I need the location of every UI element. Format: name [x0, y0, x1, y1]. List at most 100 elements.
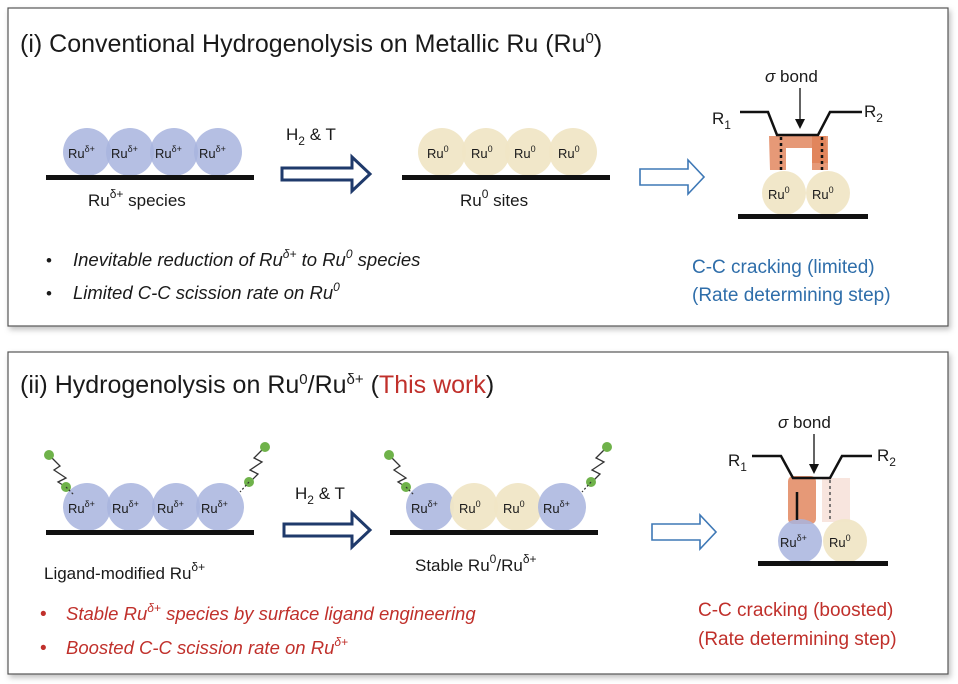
atom-label: Ru0 [471, 144, 493, 161]
atom-label: Ruδ+ [157, 499, 184, 516]
state-caption: Ruδ+ species [88, 187, 186, 210]
atom-label: Ruδ+ [68, 144, 95, 161]
atom-label: Ru0 [514, 144, 536, 161]
ru-zero-cluster: Ru0 Ru0 Ru0 Ru0 Ru0 sites [402, 128, 610, 210]
alkane-backbone [740, 110, 862, 137]
ru-delta-atom [107, 483, 155, 531]
reaction-condition: H2 & T [286, 125, 336, 148]
bullet-dot: • [40, 638, 47, 659]
atom-label: Ru0 [459, 499, 481, 516]
reaction-arrow-icon [282, 509, 373, 551]
result-line: (Rate determining step) [692, 285, 891, 306]
ligand-head-icon [602, 442, 612, 452]
sigma-bond-label: σ bond [778, 413, 831, 432]
support-surface [402, 175, 610, 180]
ru-delta-atom [152, 483, 200, 531]
atom-label: Ruδ+ [780, 533, 807, 550]
ru-zero-atom [505, 128, 553, 176]
support-surface [390, 530, 598, 535]
ru-delta-atom [106, 128, 154, 176]
atom-label: Ruδ+ [201, 499, 228, 516]
ru-zero-atom [823, 519, 867, 563]
ligand-head-icon [384, 450, 394, 460]
bullet-text: Limited C-C scission rate on Ru0 [73, 280, 340, 303]
ru-delta-atom [194, 128, 242, 176]
ru-zero-atom [549, 128, 597, 176]
bullet-text: Inevitable reduction of Ruδ+ to Ru0 spec… [73, 247, 420, 270]
mechanism-limited: σ bond Ru0 Ru0 R1 R2 [712, 67, 883, 219]
ligand-chain [248, 449, 264, 483]
ru-delta-atom [778, 519, 822, 563]
bullet-text: Stable Ruδ+ species by surface ligand en… [66, 601, 476, 624]
transition-arrow-icon [651, 512, 718, 552]
result-line: (Rate determining step) [698, 629, 897, 650]
state-caption: Ligand-modified Ruδ+ [44, 560, 205, 583]
support-surface [738, 214, 868, 219]
pointer-arrowhead [795, 119, 805, 129]
ru-delta-atom [538, 483, 586, 531]
panel-title: (i) Conventional Hydrogenolysis on Metal… [20, 30, 602, 58]
sigma-bond-label: σ bond [765, 67, 818, 86]
reaction-arrow-icon [280, 153, 373, 195]
alkane-backbone [752, 454, 872, 480]
atom-label: Ru0 [768, 185, 790, 202]
ligand-chain [590, 449, 606, 483]
bond-cleavage-shape [788, 476, 816, 524]
ligand-bond [405, 486, 415, 496]
atom-label: Ruδ+ [411, 499, 438, 516]
atom-label: Ru0 [558, 144, 580, 161]
atom-label: Ru0 [829, 533, 851, 550]
panel-conventional: (i) Conventional Hydrogenolysis on Metal… [7, 7, 949, 327]
state-caption: Stable Ru0/Ruδ+ [415, 552, 537, 575]
r2-label: R2 [877, 446, 896, 469]
ru-delta-atom [150, 128, 198, 176]
bond-cleavage-shape [812, 136, 828, 170]
ligand-chain [391, 457, 408, 488]
atom-label: Ru0 [427, 144, 449, 161]
support-surface [758, 561, 888, 566]
ligand-bond [65, 486, 75, 496]
atom-label: Ruδ+ [68, 499, 95, 516]
r2-label: R2 [864, 102, 883, 125]
atom-label: Ru0 [812, 185, 834, 202]
panel-title: (ii) Hydrogenolysis on Ru0/Ruδ+ (This wo… [20, 371, 494, 399]
ru-zero-atom [494, 483, 542, 531]
reaction-condition: H2 & T [295, 484, 345, 507]
stable-mixed-cluster: Ruδ+ Ru0 Ru0 Ruδ+ Stable Ru0/Ruδ+ [384, 442, 612, 575]
atom-label: Ruδ+ [543, 499, 570, 516]
bullet-text: Boosted C-C scission rate on Ruδ+ [66, 635, 348, 658]
atom-label: Ru0 [503, 499, 525, 516]
ru-zero-atom [418, 128, 466, 176]
ru-zero-atom [450, 483, 498, 531]
atom-label: Ruδ+ [155, 144, 182, 161]
atom-label: Ruδ+ [112, 499, 139, 516]
state-caption: Ru0 sites [460, 187, 528, 210]
ru-delta-atom [63, 128, 111, 176]
result-line: C-C cracking (limited) [692, 257, 875, 278]
r1-label: R1 [728, 451, 747, 474]
bullet-dot: • [40, 604, 47, 625]
ligand-head-icon [260, 442, 270, 452]
ru-delta-cluster: Ruδ+ Ruδ+ Ruδ+ Ruδ+ Ruδ+ species [46, 128, 254, 210]
ru-delta-atom [63, 483, 111, 531]
ligand-modified-cluster: Ruδ+ Ruδ+ Ruδ+ Ruδ+ Ligand-modified Ruδ+ [44, 442, 270, 583]
r1-label: R1 [712, 109, 731, 132]
support-surface [46, 530, 254, 535]
ru-delta-atom [196, 483, 244, 531]
bond-cleavage-shape-faded [822, 478, 850, 522]
ru-zero-atom [762, 171, 806, 215]
bullet-dot: • [46, 251, 52, 270]
bullet-dot: • [46, 284, 52, 303]
ligand-chain [51, 457, 68, 488]
transition-arrow-icon [639, 157, 706, 197]
ru-zero-atom [806, 171, 850, 215]
atom-label: Ruδ+ [199, 144, 226, 161]
support-surface [46, 175, 254, 180]
ligand-head-icon [44, 450, 54, 460]
result-line: C-C cracking (boosted) [698, 600, 893, 621]
mechanism-boosted: σ bond Ruδ+ Ru0 R1 R2 [728, 413, 896, 566]
panel-this-work: (ii) Hydrogenolysis on Ru0/Ruδ+ (This wo… [7, 351, 949, 675]
ru-zero-atom [462, 128, 510, 176]
ru-delta-atom [406, 483, 454, 531]
